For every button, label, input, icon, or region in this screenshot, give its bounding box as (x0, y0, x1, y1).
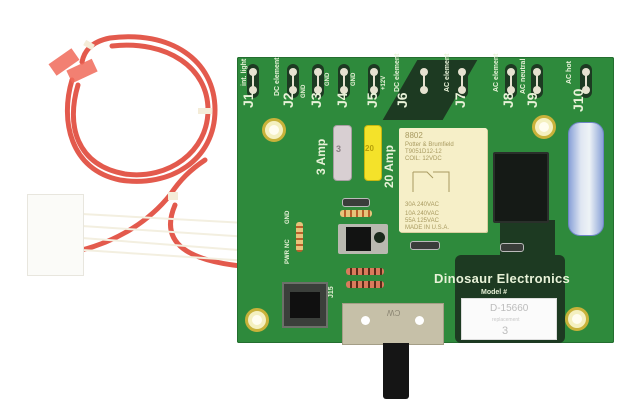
jumper-pad-j7[interactable] (456, 64, 468, 98)
jumper-desc-j8: AC element (493, 53, 500, 92)
switch-label: CW (387, 308, 401, 317)
jumper-label-j6: J6 (394, 92, 410, 108)
model-sticker: D-15660 replacement 3 (461, 298, 557, 340)
harness-connector (27, 194, 84, 276)
relay-part: 8802 (405, 131, 423, 140)
model-sub: replacement (492, 317, 520, 323)
jumper-pad-j9[interactable] (531, 64, 543, 98)
jumper-pad-j8[interactable] (505, 64, 517, 98)
jumper-sub-j4: GND (351, 72, 357, 86)
jumper-pad-j5[interactable] (368, 64, 380, 98)
model-rev: 3 (502, 325, 509, 337)
diode (410, 241, 440, 250)
jumper-label-j10: J10 (570, 88, 586, 112)
fuse-3-amp-label: 3 Amp (314, 138, 328, 175)
mounting-hole (262, 118, 286, 142)
jumper-label-j3: J3 (308, 92, 324, 108)
fuse-3-amp (333, 125, 352, 181)
jumper-sub-j2: GND (301, 84, 307, 98)
diode (342, 198, 370, 207)
jumper-pad-j4[interactable] (338, 64, 350, 98)
brand-text: Dinosaur Electronics (434, 271, 571, 286)
pin-label-pwr: PWR (285, 250, 291, 264)
jumper-pad-j1[interactable] (247, 64, 259, 98)
fuse-20-amp (364, 125, 382, 181)
jumper-desc-j9: AC neutral (520, 58, 527, 94)
fuse-20-amp-value: 20 (365, 144, 374, 153)
relay-maker: Potter & Brumfield (405, 142, 454, 148)
relay: 8802 Potter & Brumfield T9051D12-12 COIL… (399, 128, 487, 232)
jumper-label-j5: J5 (364, 92, 380, 108)
mounting-hole (245, 308, 269, 332)
relay-rating-3: 55A 125VAC (405, 218, 439, 224)
mounting-hole (565, 307, 589, 331)
resistor (296, 222, 303, 252)
jumper-pad-j3[interactable] (312, 64, 324, 98)
model-number: D-15660 (490, 303, 529, 314)
jumper-sub-j3: GND (325, 72, 331, 86)
relay-coil: COIL: 12VDC (405, 156, 442, 162)
jumper-desc-j10: AC hot (566, 61, 573, 84)
relay-schematic-icon (412, 171, 450, 192)
glass-fuse (568, 122, 604, 236)
pin-label-nc: NC (285, 239, 291, 248)
connector-label-j15: J15 (328, 286, 335, 298)
relay-rating-1: 30A 240VAC (405, 202, 439, 208)
relay-rating-2: 10A 240VAC (405, 211, 439, 217)
fuse-3-amp-value: 3 (336, 144, 342, 154)
resistor (346, 268, 384, 275)
jumper-desc-j1: int. light (241, 58, 248, 86)
jumper-label-j9: J9 (524, 92, 540, 108)
jumper-label-j8: J8 (500, 92, 516, 108)
model-label: Model # (481, 289, 508, 296)
switch-knob[interactable] (383, 343, 409, 399)
diode (500, 243, 524, 252)
jumper-label-j4: J4 (334, 92, 350, 108)
small-relay (493, 152, 549, 223)
relay-origin: MADE IN U.S.A. (405, 225, 450, 231)
jumper-pad-j2[interactable] (287, 64, 299, 98)
resistor (346, 281, 384, 288)
resistor (340, 210, 372, 217)
switch-hole (415, 316, 424, 325)
jumper-pad-j10[interactable] (580, 64, 592, 98)
jumper-label-j1: J1 (240, 92, 256, 108)
jumper-desc-j6: DC element (394, 53, 401, 92)
rj-jack[interactable] (282, 282, 328, 328)
jumper-sub-j5: +12V (381, 75, 387, 90)
jumper-pad-j6[interactable] (418, 64, 430, 98)
voltage-regulator (338, 224, 388, 254)
switch-hole (361, 316, 370, 325)
jumper-label-j2: J2 (280, 92, 296, 108)
relay-model: T9051D12-12 (405, 149, 442, 155)
pin-label-gnd: GND (285, 210, 291, 224)
fuse-20-amp-label: 20 Amp (382, 145, 396, 188)
jumper-desc-j7: AC element (444, 53, 451, 92)
jumper-label-j7: J7 (452, 92, 468, 108)
jumper-desc-j2: DC element (274, 57, 281, 96)
slide-switch-plate: CW (342, 303, 444, 345)
mounting-hole (532, 115, 556, 139)
trace-region (500, 220, 555, 260)
